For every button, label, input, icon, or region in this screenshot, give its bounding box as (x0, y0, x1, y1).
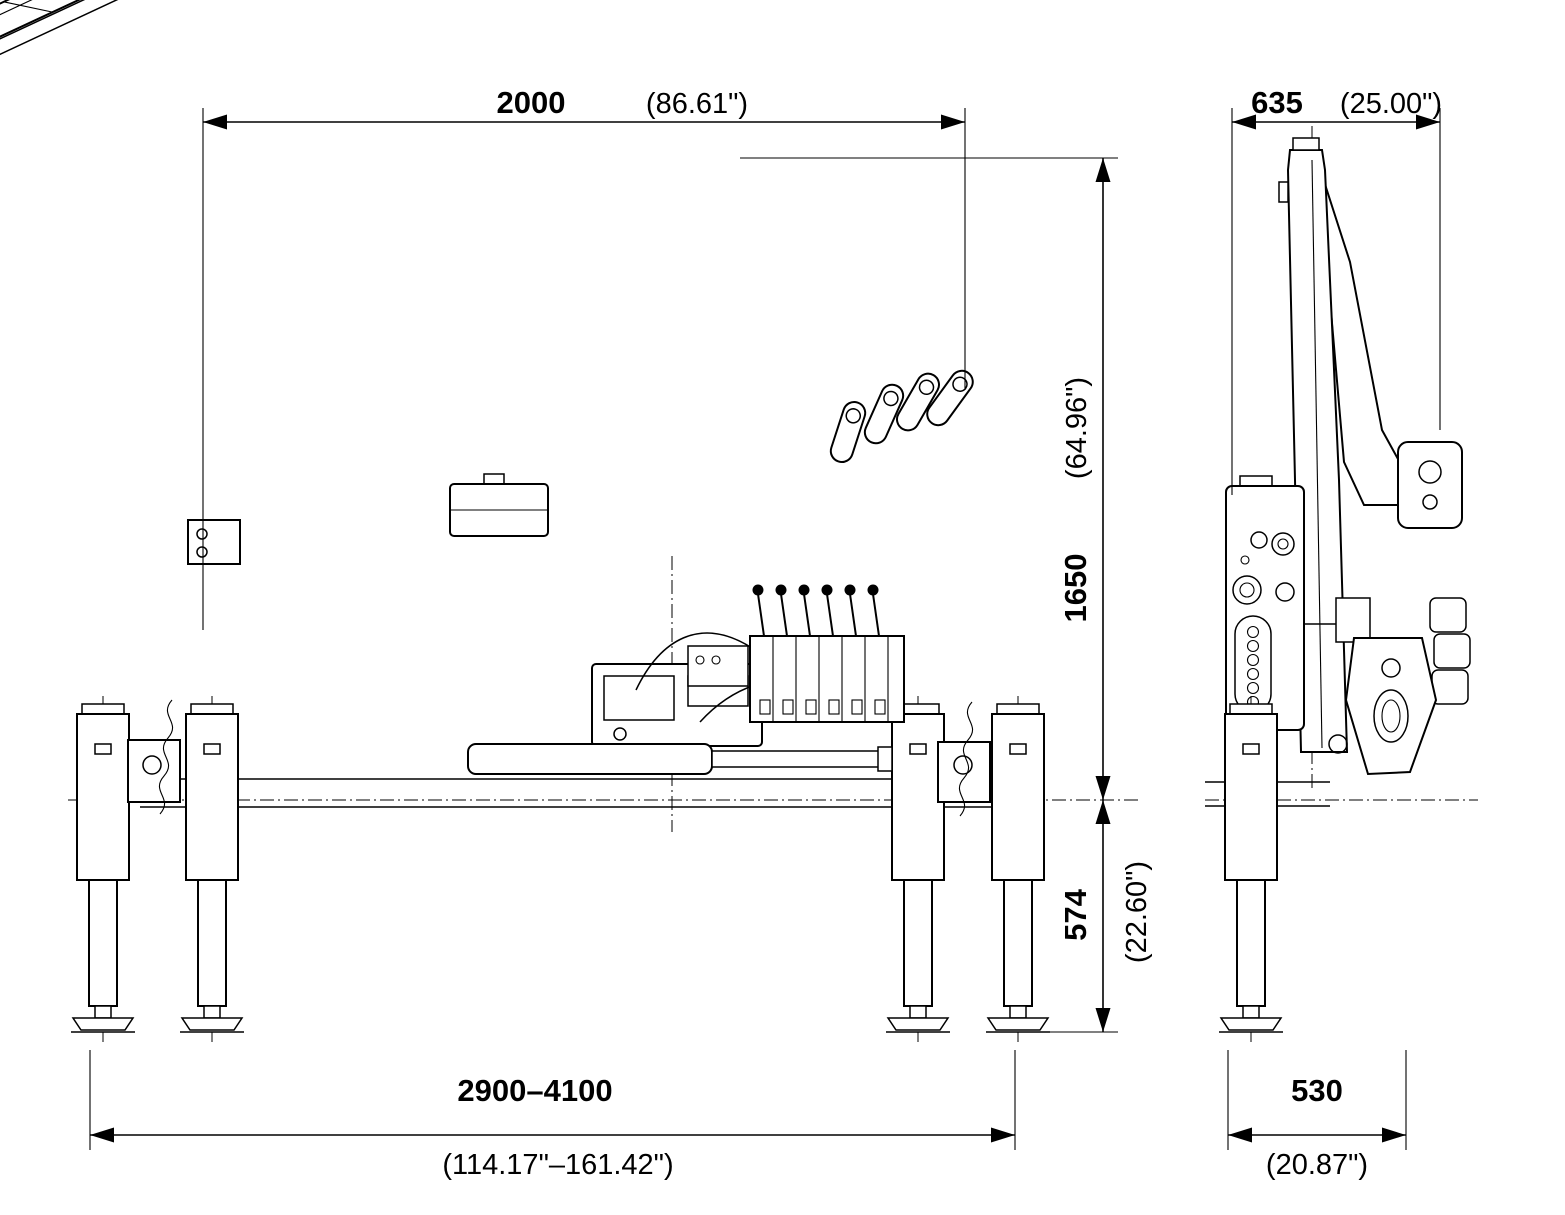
outrigger-leg-front-right (985, 695, 1051, 1043)
plate-fan (1429, 597, 1471, 705)
outrigger-leg-mid-left (179, 695, 245, 1043)
subframe (140, 778, 1008, 808)
dim-rear-leg-inch: (20.87") (1266, 1149, 1368, 1181)
control-valve-bank (749, 584, 905, 723)
control-panel-housing (1225, 475, 1305, 731)
dimension-height-above-frame: 1650 (64.96") (740, 157, 1118, 800)
dim-height-below-mm: 574 (1058, 888, 1093, 940)
telescopic-boom-stack (0, 0, 433, 189)
dim-height-above-inch: (64.96") (1061, 377, 1093, 479)
main-boom: PALFINGER PK 3400 (0, 0, 139, 324)
dimension-height-below-frame: 574 (22.60") (1045, 800, 1153, 1033)
valve-levers (752, 584, 880, 637)
pivot-bracket (187, 519, 241, 565)
dim-top-width-inch: (86.61") (646, 88, 748, 120)
dim-span-mm: 2900–4100 (457, 1073, 612, 1108)
dim-top-width-mm: 2000 (497, 85, 566, 120)
hook-block (1304, 597, 1438, 776)
outrigger-leg-front-left (70, 695, 136, 1043)
crane-base (467, 632, 893, 775)
dimension-outrigger-span: 2900–4100 (114.17"–161.42") (89, 1050, 1016, 1181)
dimension-rear-width: 635 (25.00") (1231, 85, 1442, 495)
boom-tip-lugs (829, 369, 974, 464)
truck-frame-break-left (158, 699, 174, 815)
folded-boom-tip (1321, 174, 1463, 529)
dim-height-below-inch: (22.60") (1121, 861, 1153, 963)
outrigger-leg-rear (1218, 695, 1284, 1043)
stabilizer-cylinder (467, 743, 713, 775)
truck-frame-break-right (958, 701, 974, 817)
side-view: PALFINGER PK 3400 (0, 0, 1140, 1043)
dim-rear-width-inch: (25.00") (1340, 88, 1442, 120)
dimension-rear-leg-width: 530 (20.87") (1227, 1050, 1407, 1181)
dim-rear-leg-mm: 530 (1291, 1073, 1343, 1108)
dim-rear-width-mm: 635 (1251, 85, 1303, 120)
rear-view (1205, 126, 1478, 1043)
dimension-top-width: 2000 (86.61") (202, 85, 966, 630)
dim-span-inch: (114.17"–161.42") (442, 1149, 673, 1181)
oil-tank (449, 473, 549, 537)
outrigger-bracket-left (127, 739, 181, 803)
dimensions: 2000 (86.61") 635 (25.00") 1650 (64.96") (89, 85, 1442, 1181)
dim-height-above-mm: 1650 (1058, 554, 1093, 623)
